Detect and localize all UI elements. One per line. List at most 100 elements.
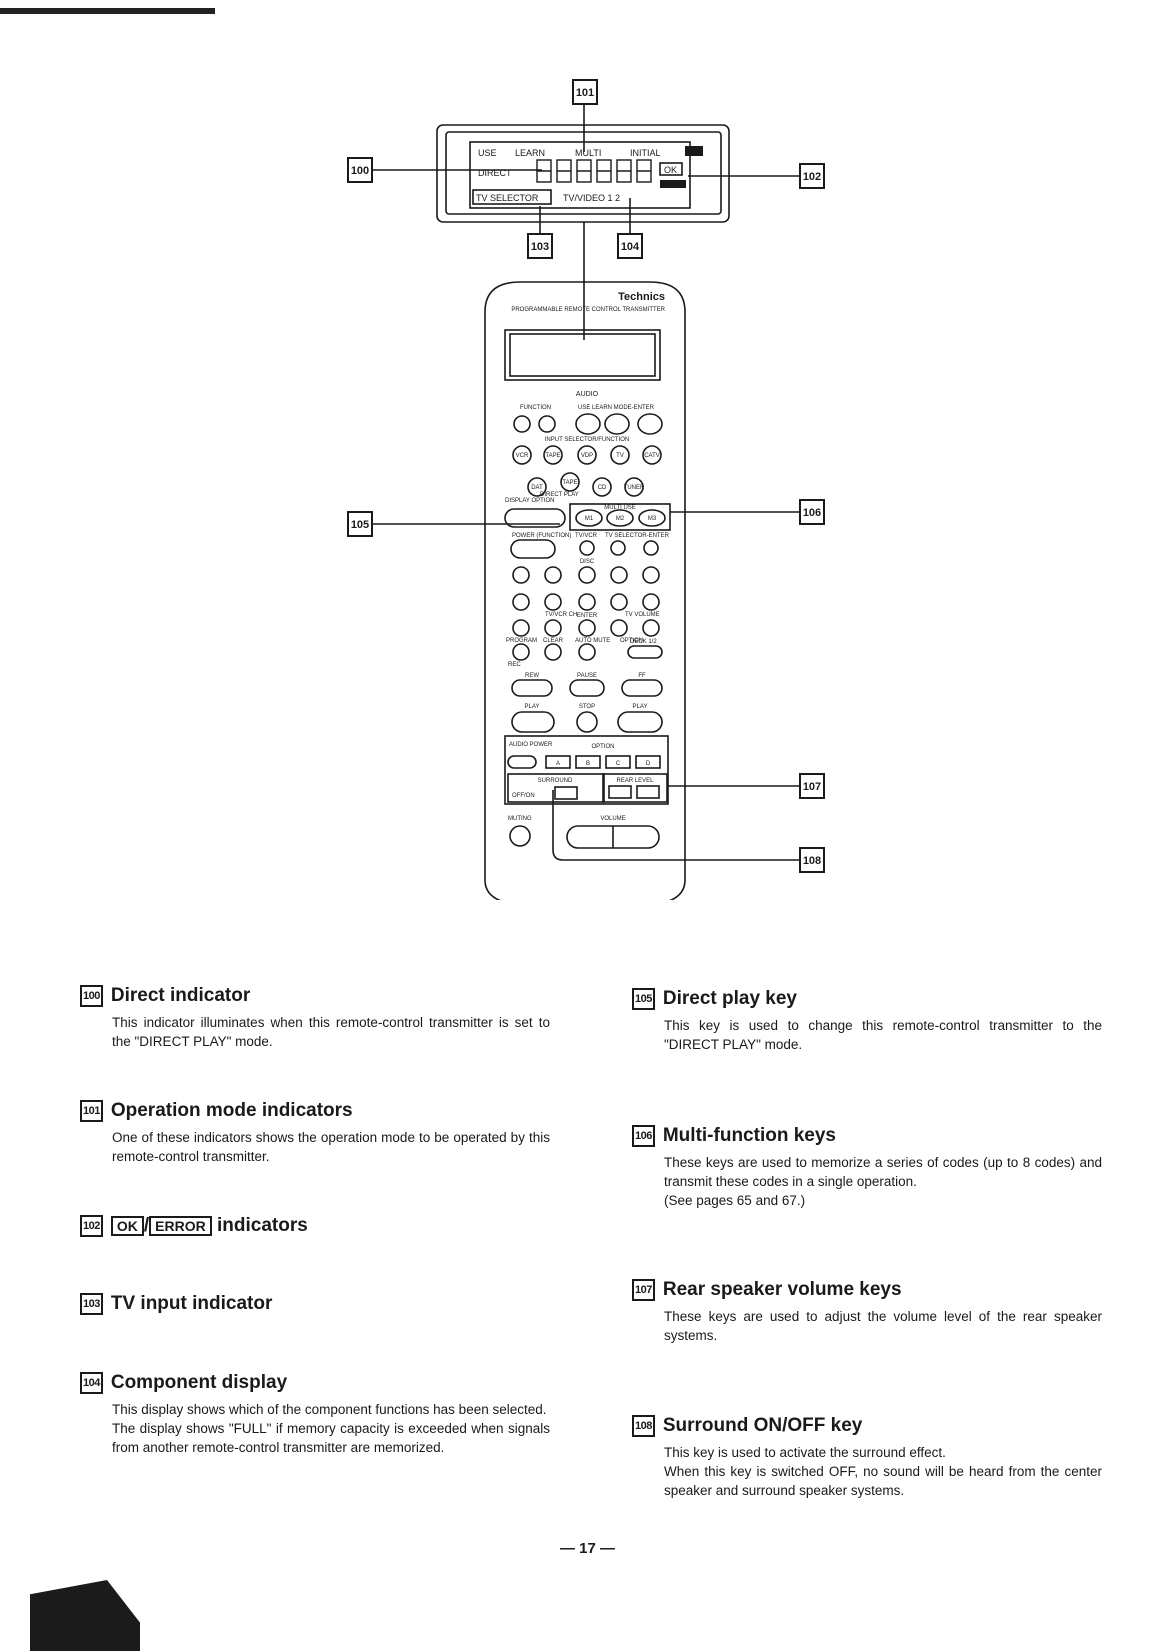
svg-text:B: B <box>586 761 590 767</box>
num-badge: 101 <box>80 1100 103 1122</box>
svg-text:104: 104 <box>621 241 640 253</box>
remote-subtitle: PROGRAMMABLE REMOTE CONTROL TRANSMITTER <box>511 307 665 313</box>
label-enter: ENTER <box>577 613 598 619</box>
item-106: 106 Multi-function keys These keys are us… <box>632 1125 1102 1210</box>
label-tv-vcr: TV/VCR <box>575 533 598 539</box>
svg-text:105: 105 <box>351 519 369 531</box>
label-disc: DISC <box>580 559 595 565</box>
svg-text:102: 102 <box>803 171 821 183</box>
label-clear: CLEAR <box>543 638 564 644</box>
item-title: TV input indicator <box>110 1293 273 1315</box>
lcd-multi: MULTI <box>575 148 601 158</box>
scan-corner-shadow <box>30 1580 140 1651</box>
remote-lcd <box>504 329 661 381</box>
lcd-initial: INITIAL <box>630 148 661 158</box>
svg-text:D: D <box>646 761 651 767</box>
callout-100: 100 <box>347 157 373 183</box>
label-display-option: DISPLAY OPTION <box>505 498 554 504</box>
item-108: 108 Surround ON/OFF key This key is used … <box>632 1415 1102 1500</box>
label-power: POWER (FUNCTION) <box>512 533 571 539</box>
lcd-learn: LEARN <box>515 148 545 158</box>
svg-text:CD: CD <box>598 485 607 491</box>
svg-text:TAPE: TAPE <box>545 453 560 459</box>
multi-use-frame <box>569 503 671 531</box>
item-title: Direct indicator <box>110 985 251 1007</box>
option-panel <box>504 735 669 805</box>
item-title: Direct play key <box>662 988 797 1010</box>
label-rew: REW <box>525 673 539 679</box>
num-badge: 104 <box>80 1372 103 1394</box>
label-multi-use: MULTI USE <box>604 505 636 511</box>
label-use-learn-mode: USE LEARN MODE-ENTER <box>578 405 655 411</box>
callout-104: 104 <box>617 233 643 259</box>
num-badge: 105 <box>632 988 655 1010</box>
item-text: This display shows which of the componen… <box>112 1402 547 1418</box>
error-tag: ERROR <box>149 1216 212 1237</box>
svg-text:101: 101 <box>576 87 594 99</box>
remote-body <box>484 281 686 900</box>
svg-text:C: C <box>616 761 621 767</box>
num-badge: 100 <box>80 985 103 1007</box>
svg-text:VCR: VCR <box>516 453 529 459</box>
label-audio-power: AUDIO POWER <box>509 742 553 748</box>
label-play-right: PLAY <box>633 704 648 710</box>
num-badge: 108 <box>632 1415 655 1437</box>
item-text-2: The display shows "FULL" if memory capac… <box>112 1421 550 1456</box>
label-option-panel: OPTION <box>591 744 614 750</box>
svg-text:VDP: VDP <box>581 453 593 459</box>
item-text: This key is used to activate the surroun… <box>664 1445 946 1461</box>
item-100: 100 Direct indicator This indicator illum… <box>80 985 550 1051</box>
item-text: These keys are used to adjust the volume… <box>664 1309 1102 1344</box>
label-rear-level: REAR LEVEL <box>616 778 654 784</box>
svg-text:106: 106 <box>803 507 821 519</box>
item-text: These keys are used to memorize a series… <box>664 1155 1102 1190</box>
label-ff: FF <box>638 673 646 679</box>
svg-text:M1: M1 <box>585 516 594 522</box>
callout-108: 108 <box>799 847 825 873</box>
callout-106: 106 <box>799 499 825 525</box>
item-text-2: (See pages 65 and 67.) <box>664 1193 806 1209</box>
label-tv-selector-enter: TV SELECTOR-ENTER <box>605 533 670 539</box>
label-surround: SURROUND <box>538 778 573 784</box>
lcd-panel-outer <box>436 124 730 223</box>
item-text: This key is used to change this remote-c… <box>664 1018 1102 1053</box>
svg-text:CATV: CATV <box>644 453 660 459</box>
label-play-left: PLAY <box>525 704 540 710</box>
lcd-error-mark <box>685 146 703 156</box>
svg-text:TAPE: TAPE <box>562 480 577 486</box>
label-input-selector: INPUT SELECTOR/FUNCTION <box>545 437 629 443</box>
label-tv-vcr-ch: TV/VCR CH <box>545 612 577 618</box>
item-text-2: When this key is switched OFF, no sound … <box>664 1464 1102 1499</box>
item-text: This indicator illuminates when this rem… <box>112 1015 550 1050</box>
lcd-window <box>469 141 691 209</box>
label-option: OPTION <box>620 638 643 644</box>
item-text: One of these indicators shows the operat… <box>112 1130 550 1165</box>
label-decks: DECK 1/2 <box>630 639 657 645</box>
rear-level-frame <box>602 773 668 803</box>
svg-text:100: 100 <box>351 165 369 177</box>
item-title: Multi-function keys <box>662 1125 836 1147</box>
label-audio: AUDIO <box>576 391 599 398</box>
lcd-ok-box <box>659 162 683 176</box>
scan-edge-bar <box>0 8 215 14</box>
remote-control-diagram: 101 100 102 103 104 105 106 107 108 USE … <box>347 79 825 900</box>
num-badge: 102 <box>80 1215 103 1237</box>
lcd-tv-selector: TV SELECTOR <box>476 193 539 203</box>
svg-text:103: 103 <box>531 241 549 253</box>
svg-text:TUNER: TUNER <box>624 485 645 491</box>
num-badge: 106 <box>632 1125 655 1147</box>
label-volume: VOLUME <box>600 816 625 822</box>
svg-text:A: A <box>556 761 560 767</box>
svg-text:108: 108 <box>803 855 821 867</box>
label-pause: PAUSE <box>577 673 597 679</box>
item-title: Surround ON/OFF key <box>662 1415 863 1437</box>
label-program: PROGRAM <box>506 638 537 644</box>
lcd-ok: OK <box>664 165 677 175</box>
label-rec: REC <box>508 662 521 668</box>
lcd-direct: DIRECT <box>478 168 512 178</box>
page-number: — 17 — <box>560 1540 616 1557</box>
